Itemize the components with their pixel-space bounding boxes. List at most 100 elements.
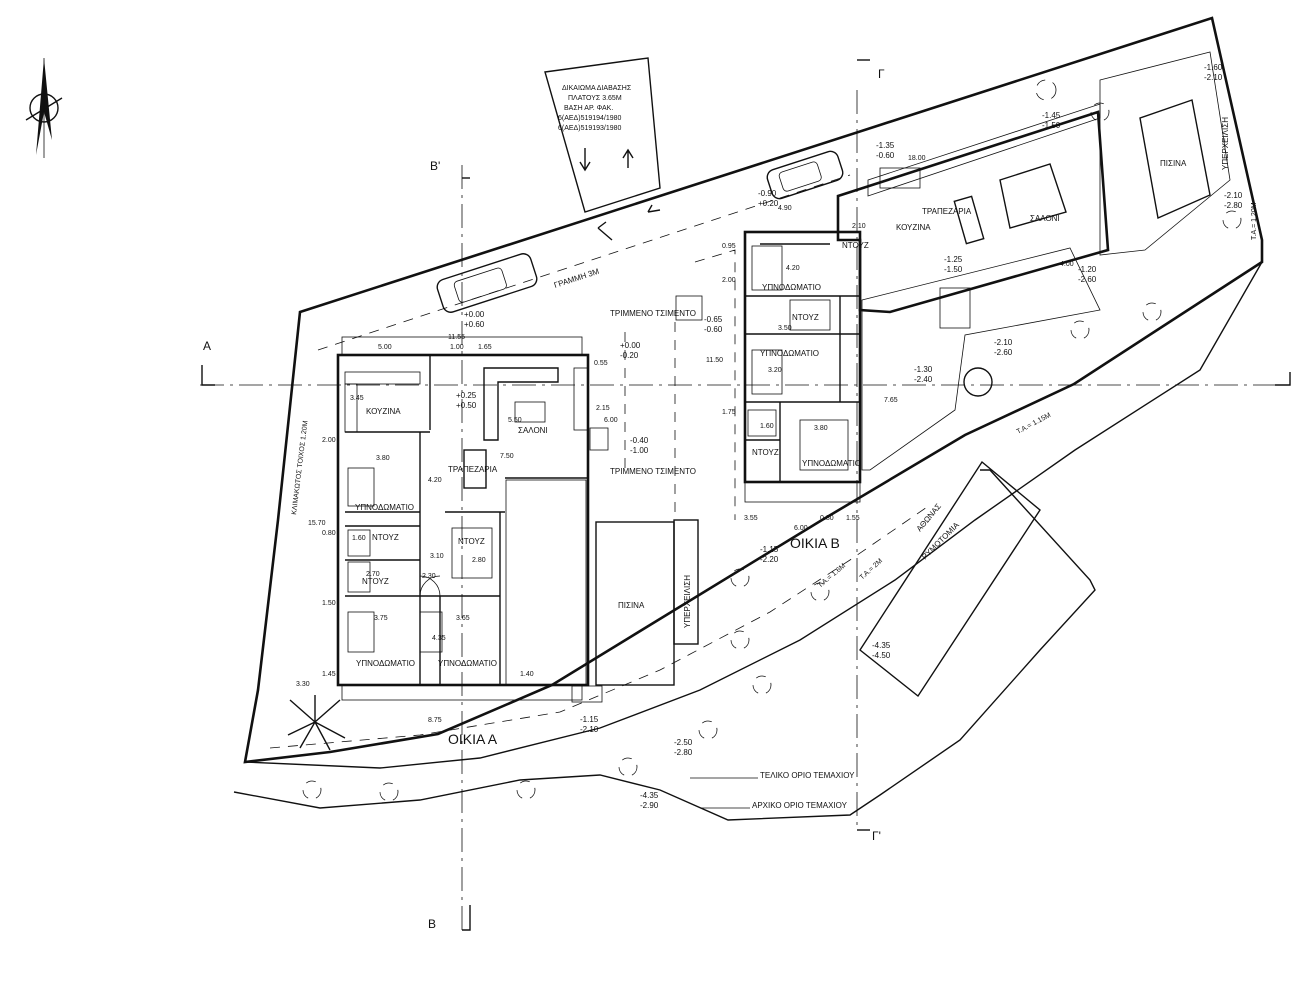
house-a-living-label: ΣΑΛΟΝΙ: [518, 426, 548, 435]
level-marks: +0.00 +0.60 +0.00 -0.20 +0.25 +0.50 -0.4…: [456, 63, 1243, 810]
dim-a-6-00: 6.00: [604, 417, 618, 424]
dim-b-3-50: 3.50: [778, 325, 792, 332]
ta-1-6-label: Τ.Α.= 1.6Μ: [817, 562, 847, 589]
house-a-dining-label: ΤΡΑΠΕΖΑΡΙΑ: [448, 465, 498, 474]
house-a-label: ΟΙΚΙΑ Α: [448, 731, 498, 747]
boundary-leader-lines: [690, 777, 758, 809]
section-g-label: Γ: [878, 67, 885, 81]
dim-a-5-00: 5.00: [378, 344, 392, 351]
dim-b-1-75: 1.75: [722, 409, 736, 416]
driveway-line-lower: [269, 504, 931, 749]
dim-a-3-45: 3.45: [350, 395, 364, 402]
level-6-bottom: -2.80: [674, 748, 693, 757]
access-note-line-3: ΒΑΣΗ ΑΡ. ΦΑΚ.: [564, 105, 613, 112]
house-b-overflow-label: ΥΠΕΡΧΕΙΛΙΣΗ: [1221, 117, 1230, 170]
dim-a-1-45: 1.45: [322, 671, 336, 678]
level-14-top: -2.10: [1224, 191, 1243, 200]
dim-a-11-55: 11.55: [448, 334, 465, 341]
house-b-living-label: ΣΑΛΟΝΙ: [1030, 214, 1060, 223]
dim-b-7-65: 7.65: [884, 397, 898, 404]
level-1-top: +0.00: [464, 310, 485, 319]
direction-arrow-icon: [597, 204, 661, 241]
house-b-wc-1-label: ΝΤΟΥΖ: [792, 313, 819, 322]
section-lines: [200, 59, 1291, 931]
house-a-cement-2-label: ΤΡΙΜΜΕΝΟ ΤΣΙΜΕΝΤΟ: [610, 467, 696, 476]
level-2-top: +0.00: [620, 341, 641, 350]
dim-a-15-70: 15.70: [308, 520, 326, 527]
section-g-prime-label: Γ': [872, 829, 881, 843]
level-17-top: -2.10: [994, 338, 1013, 347]
dim-b-11-50: 11.50: [706, 357, 723, 364]
dim-a-3-65: 3.65: [456, 615, 470, 622]
level-18-top: -1.30: [914, 365, 933, 374]
level-12-bottom: -1.50: [1042, 121, 1061, 130]
level-17-bottom: -2.60: [994, 348, 1013, 357]
final-boundary-label: ΤΕΛΙΚΟ ΟΡΙΟ ΤΕΜΑΧΙΟΥ: [760, 771, 855, 780]
access-note-line-5: 6(ΑΕΔ)519193/1980: [558, 125, 622, 132]
dim-b-1-60: 1.60: [760, 423, 774, 430]
level-18-bottom: -2.40: [914, 375, 933, 384]
dim-a-8-75: 8.75: [428, 717, 442, 724]
level-10-bottom: +0.20: [758, 199, 779, 208]
house-a-bedroom-3-label: ΥΠΝΟΔΩΜΑΤΙΟ: [438, 659, 497, 668]
level-9-bottom: -2.20: [760, 555, 779, 564]
dim-b-4-00: 4.00: [1060, 261, 1074, 268]
initial-boundary-label: ΑΡΧΙΚΟ ΟΡΙΟ ΤΕΜΑΧΙΟΥ: [752, 801, 848, 810]
level-5-bottom: -2.10: [580, 725, 599, 734]
level-11-top: -1.35: [876, 141, 895, 150]
dim-a-2-30: 2.30: [422, 573, 436, 580]
dim-b-2-10: 2.10: [852, 223, 866, 230]
dim-b-4-20: 4.20: [786, 265, 800, 272]
palm-tree-icon: [287, 695, 346, 751]
dim-a-0-80: 0.80: [322, 530, 336, 537]
house-b-pool-label: ΠΙΣΙΝΑ: [1160, 159, 1187, 168]
access-right-box: ΔΙΚΑΙΩΜΑ ΔΙΑΒΑΣΗΣ ΠΛΑΤΟΥΣ 3.65Μ ΒΑΣΗ ΑΡ.…: [544, 57, 661, 213]
section-a-label: Α: [203, 339, 211, 353]
dim-a-5-50: 5.50: [508, 417, 522, 424]
level-13-top: -1.60: [1204, 63, 1223, 72]
house-a-wc-3-label: ΝΤΟΥΖ: [458, 537, 485, 546]
level-3-bottom: +0.50: [456, 401, 477, 410]
dim-a-3-30: 3.30: [296, 681, 310, 688]
street-strip: [859, 460, 1041, 698]
dim-b-6-00: 6.00: [794, 525, 808, 532]
house-a-wc-2-label: ΝΤΟΥΖ: [362, 577, 389, 586]
dim-b-3-20: 3.20: [768, 367, 782, 374]
car-icon: [436, 253, 538, 313]
dim-a-1-00: 1.00: [450, 344, 464, 351]
level-13-bottom: -2.10: [1204, 73, 1223, 82]
house-a-wc-1-label: ΝΤΟΥΖ: [372, 533, 399, 542]
level-3-top: +0.25: [456, 391, 477, 400]
dim-b-0-95: 0.95: [722, 243, 736, 250]
level-12-top: -1.45: [1042, 111, 1061, 120]
house-b-label: ΟΙΚΙΑ Β: [790, 535, 840, 551]
ta-2-label: Τ.Α.= 2Μ: [859, 558, 884, 582]
dim-a-1-65: 1.65: [478, 344, 492, 351]
dim-b-3-55: 3.55: [744, 515, 758, 522]
tree-icons: [302, 79, 1242, 802]
house-b-bedroom-1-label: ΥΠΝΟΔΩΜΑΤΙΟ: [762, 283, 821, 292]
access-note-line-1: ΔΙΚΑΙΩΜΑ ΔΙΑΒΑΣΗΣ: [562, 85, 632, 92]
level-14-bottom: -2.80: [1224, 201, 1243, 210]
dim-a-3-10: 3.10: [430, 553, 444, 560]
access-note-line-2: ΠΛΑΤΟΥΣ 3.65Μ: [568, 95, 622, 102]
house-b-kitchen-label: ΚΟΥΖΙΝΑ: [896, 223, 931, 232]
level-15-bottom: -1.50: [944, 265, 963, 274]
dimension-labels: 5.00 11.55 1.00 1.65 5.50 7.50 4.20 3.80…: [296, 155, 1074, 724]
dim-a-4-20: 4.20: [428, 477, 442, 484]
dim-b-2-00: 2.00: [722, 277, 736, 284]
section-b-label: Β: [428, 917, 436, 931]
retaining-wall-label: ΚΛΙΜΑΚΩΤΟΣ ΤΟΙΧΟΣ 1.20Μ: [291, 420, 310, 515]
level-9-top: -1.15: [760, 545, 779, 554]
house-a-bedroom-1-label: ΥΠΝΟΔΩΜΑΤΙΟ: [355, 503, 414, 512]
section-b-prime-label: Β': [430, 159, 440, 173]
level-8-bottom: -4.50: [872, 651, 891, 660]
dim-a-1-60: 1.60: [352, 535, 366, 542]
level-1-bottom: +0.60: [464, 320, 485, 329]
level-7-bottom: -2.90: [640, 801, 659, 810]
road-edge: [244, 261, 1263, 769]
dim-a-1-50: 1.50: [322, 600, 336, 607]
north-arrow-icon: [25, 58, 63, 158]
dim-b-3-80: 3.80: [814, 425, 828, 432]
